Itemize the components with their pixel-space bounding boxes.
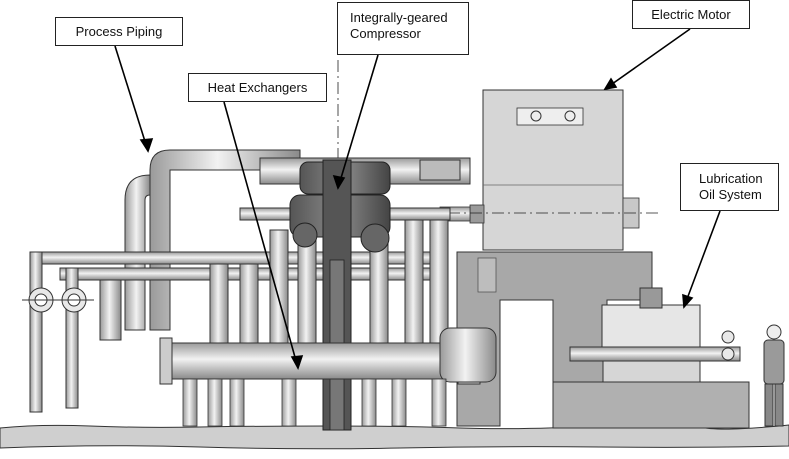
process-piping [22, 149, 471, 413]
callout-compressor: Integrally-geared Compressor [337, 2, 469, 55]
support-legs [182, 378, 447, 427]
callout-process-piping: Process Piping [55, 17, 183, 46]
person-figure [763, 324, 785, 427]
callout-electric-motor: Electric Motor [632, 0, 750, 29]
callout-lube-oil-system: Lubrication Oil System [680, 163, 779, 211]
electric-motor [439, 89, 640, 251]
lube-oil-base [552, 381, 750, 429]
lube-oil-system [569, 287, 741, 383]
callout-leaders [114, 28, 721, 370]
heat-exchanger-shell [159, 327, 497, 385]
callout-heat-exchangers: Heat Exchangers [188, 73, 327, 102]
